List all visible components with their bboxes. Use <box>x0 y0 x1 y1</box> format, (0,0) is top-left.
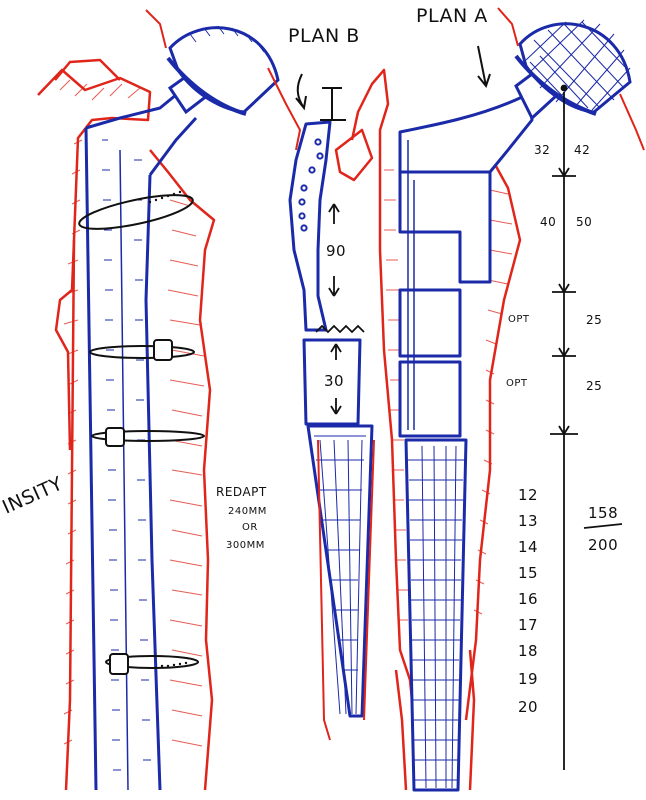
right-femur-bone <box>334 68 522 791</box>
left-head-dome <box>168 26 280 114</box>
acetabulum-bone-left <box>145 9 302 151</box>
plan-a-segment-1 <box>398 288 462 358</box>
plan-a-stem-shading <box>407 140 415 430</box>
plan-b-bone <box>317 439 375 741</box>
plan-a-seg2-25: 25 <box>586 379 602 393</box>
plan-b-top-marker <box>320 87 346 121</box>
cerclage-cable-3 <box>91 430 205 442</box>
stem-diameter-15: 15 <box>518 564 538 582</box>
plan-b-osteotomy <box>315 324 365 334</box>
plan-a-measurement-axis <box>550 84 578 770</box>
plan-a-seg1-25: 25 <box>586 313 602 327</box>
redapt-size-240: 240MM <box>228 506 267 517</box>
left-head-shading <box>189 25 265 53</box>
insity-label: INSITY <box>0 473 66 519</box>
cable-dots <box>148 190 188 668</box>
stem-diameter-list: 12 13 14 15 16 17 18 19 20 <box>518 486 538 716</box>
cable-crimp-2 <box>105 427 125 447</box>
plan-b-dimension-30 <box>330 343 342 415</box>
plan-a-arrow <box>477 45 491 89</box>
cable-crimp-1 <box>153 339 173 361</box>
acetabulum-bone-right <box>497 7 645 151</box>
cerclage-cable-1 <box>78 194 194 230</box>
plan-a-neck-42: 42 <box>574 143 590 157</box>
plan-a-seg2-opt: OPT <box>506 378 528 389</box>
plan-a-stem <box>398 90 534 792</box>
plan-a-axis-origin <box>560 84 568 92</box>
plan-b-proximal-body <box>288 120 332 332</box>
right-bone-hatching <box>384 169 513 621</box>
redapt-size-300: 300MM <box>226 540 265 551</box>
stem-diameter-16: 16 <box>518 590 538 608</box>
plan-a-axis-tick-1 <box>552 167 576 177</box>
plan-b-arrow <box>295 73 307 111</box>
left-head-rim <box>166 56 247 116</box>
cable-crimp-3 <box>109 653 129 675</box>
plan-a-head-rim <box>514 54 597 116</box>
plan-b-label: PLAN B <box>288 25 360 47</box>
stem-diameter-14: 14 <box>518 538 538 556</box>
stem-diameter-19: 19 <box>518 670 538 688</box>
plan-b-holes <box>298 138 324 232</box>
plan-a-distal-grid <box>408 445 464 789</box>
left-bone-hatching <box>59 79 205 747</box>
stem-diameter-18: 18 <box>518 642 538 660</box>
cerclage-cable-2 <box>89 345 195 359</box>
plan-b-dimension-90 <box>328 203 340 297</box>
stem-diameter-17: 17 <box>518 616 538 634</box>
stem-diameter-13: 13 <box>518 512 538 530</box>
left-femoral-head <box>166 25 280 116</box>
stem-length-200: 200 <box>588 536 618 554</box>
redapt-label: REDAPT <box>216 485 267 499</box>
stem-diameter-20: 20 <box>518 698 538 716</box>
plan-b-distal-hatching <box>314 435 366 715</box>
plan-a-body-40: 40 <box>540 215 556 229</box>
plan-a-neck-32: 32 <box>534 143 550 157</box>
plan-b-dim-90: 90 <box>326 242 346 260</box>
stem-length-divider <box>583 523 623 529</box>
redapt-size-or: OR <box>242 522 258 533</box>
plan-a-segment-2 <box>398 360 462 438</box>
plan-a-label: PLAN A <box>416 5 488 27</box>
plan-b-dim-30: 30 <box>324 372 344 390</box>
plan-a-axis-tick-4 <box>550 425 578 435</box>
plan-a-proximal-body <box>398 90 534 284</box>
cable-crimps <box>105 339 173 675</box>
plan-a-femoral-head <box>514 19 632 116</box>
stem-length-158: 158 <box>588 504 618 522</box>
plan-a-seg1-opt: OPT <box>508 314 530 325</box>
cerclage-cable-4 <box>105 655 199 669</box>
plan-a-axis-tick-3 <box>552 347 576 357</box>
plan-a-axis-tick-2 <box>552 283 576 293</box>
cerclage-cables <box>78 194 205 669</box>
plan-a-distal-stem <box>404 438 468 792</box>
stem-diameter-12: 12 <box>518 486 538 504</box>
plan-a-head-mesh <box>525 19 631 111</box>
plan-a-body-50: 50 <box>576 215 592 229</box>
